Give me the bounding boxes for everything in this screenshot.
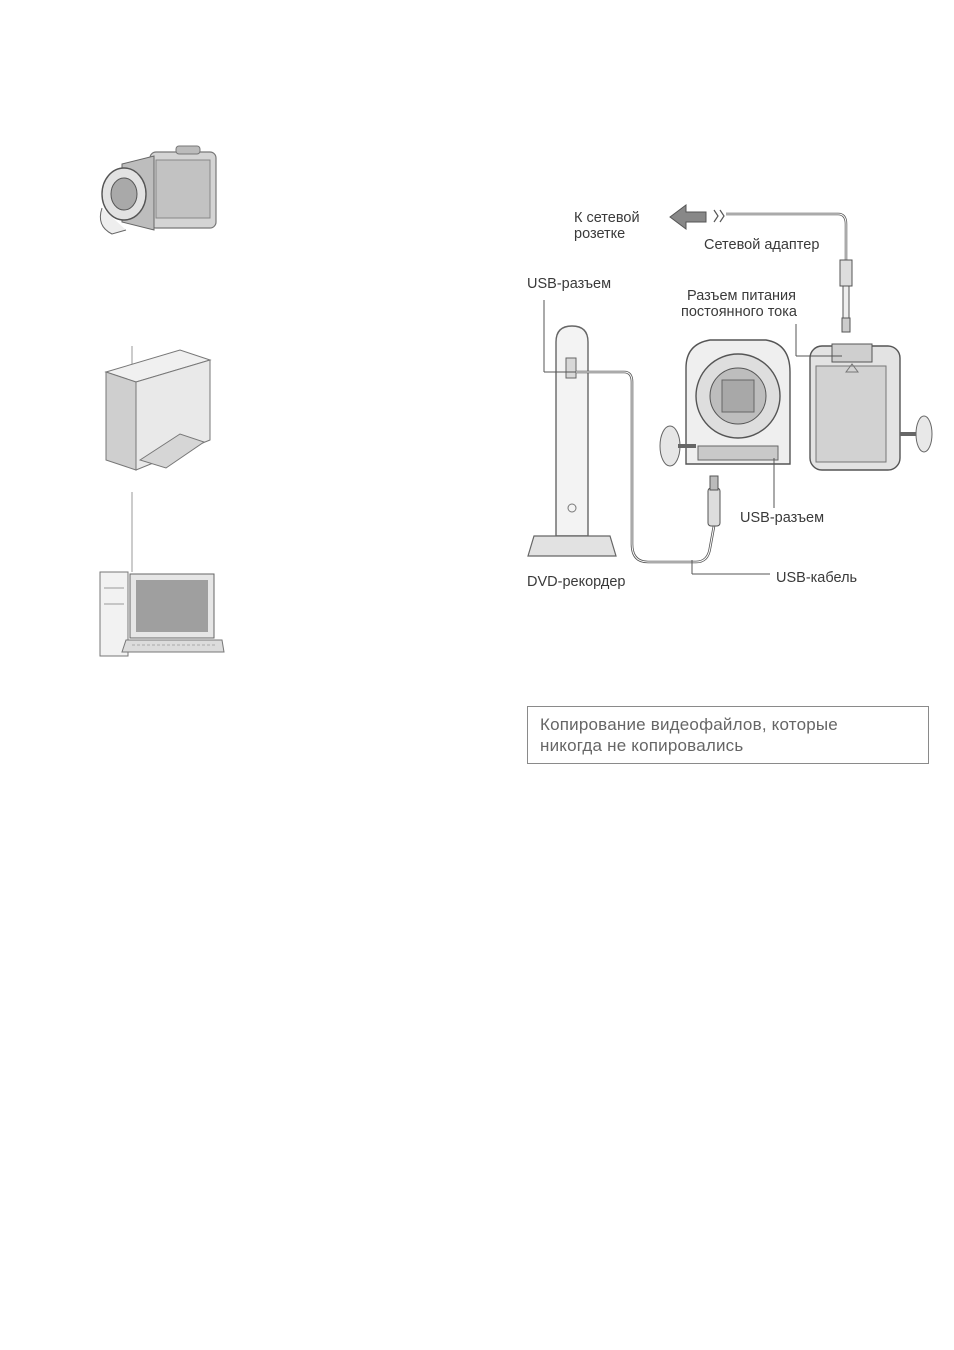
- section-heading: Копирование видеофайлов, которые никогда…: [527, 706, 929, 764]
- dc-plug: [840, 260, 852, 286]
- usb-port-camera-label: USB-разъем: [740, 510, 824, 526]
- usb-port-recorder-label: USB-разъем: [527, 276, 611, 292]
- dvd-recorder-label: DVD-рекордер: [527, 574, 625, 590]
- section-heading-line-1: Копирование видеофайлов, которые: [540, 714, 928, 735]
- ac-adapter-label: Сетевой адаптер: [704, 237, 819, 253]
- to-outlet-label-2: розетке: [574, 226, 625, 242]
- camcorder-side-device: [810, 344, 932, 470]
- usb-cable-label: USB-кабель: [776, 570, 857, 586]
- to-outlet-label-1: К сетевой: [574, 210, 640, 226]
- dvd-recorder-device: [528, 326, 616, 556]
- camcorder-icon: [92, 138, 224, 246]
- computer-icon: [96, 492, 226, 658]
- dc-jack-label-2: постоянного тока: [681, 304, 797, 320]
- section-heading-line-2: никогда не копировались: [540, 735, 928, 756]
- outlet-arrow-icon: [670, 205, 706, 229]
- dc-jack-label-1: Разъем питания: [687, 288, 796, 304]
- connection-diagram: [520, 196, 940, 596]
- camcorder-front-device: [660, 340, 790, 466]
- usb-plug: [708, 488, 720, 526]
- external-drive-icon: [96, 342, 220, 472]
